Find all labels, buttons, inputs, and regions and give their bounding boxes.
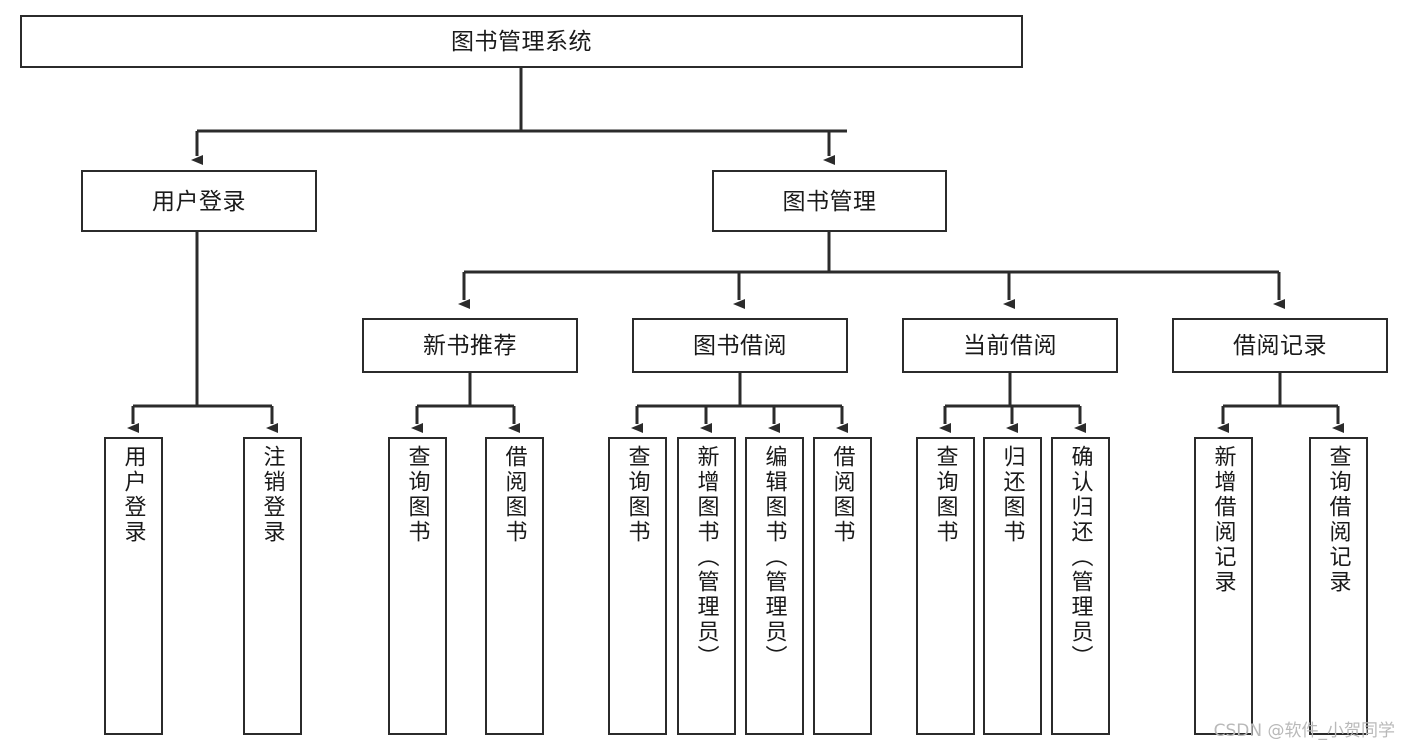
node-label: 借阅记录 [1233, 332, 1327, 359]
node-label: 新书推荐 [423, 332, 517, 359]
node-label: 注销登录 [260, 445, 286, 545]
leaf-query-borrow-record[interactable]: 查询借阅记录 [1309, 437, 1368, 735]
node-label: 借阅图书 [502, 445, 528, 545]
leaf-borrow-book[interactable]: 借阅图书 [813, 437, 872, 735]
node-label: 当前借阅 [963, 332, 1057, 359]
node-label: 图书管理系统 [451, 28, 592, 55]
node-label: 图书管理 [782, 187, 877, 214]
node-current-borrow[interactable]: 当前借阅 [902, 318, 1118, 373]
leaf-add-book-admin[interactable]: 新增图书（管理员） [677, 437, 736, 735]
leaf-query-book-borrow[interactable]: 查询图书 [608, 437, 667, 735]
leaf-user-login[interactable]: 用户登录 [104, 437, 163, 735]
node-label: 借阅图书 [830, 445, 856, 545]
node-label: 查询图书 [405, 445, 431, 545]
node-label: 确认归还（管理员） [1068, 445, 1094, 670]
node-book-borrow[interactable]: 图书借阅 [632, 318, 848, 373]
node-new-book-recommend[interactable]: 新书推荐 [362, 318, 578, 373]
node-label: 新增图书（管理员） [694, 445, 720, 670]
node-label: 归还图书 [1000, 445, 1026, 545]
leaf-return-book[interactable]: 归还图书 [983, 437, 1042, 735]
node-label: 查询借阅记录 [1326, 445, 1352, 595]
node-borrow-record[interactable]: 借阅记录 [1172, 318, 1388, 373]
leaf-query-book-recommend[interactable]: 查询图书 [388, 437, 447, 735]
node-label: 用户登录 [121, 445, 147, 545]
leaf-query-book-current[interactable]: 查询图书 [916, 437, 975, 735]
node-label: 查询图书 [933, 445, 959, 545]
leaf-user-logout[interactable]: 注销登录 [243, 437, 302, 735]
node-label: 编辑图书（管理员） [762, 445, 788, 670]
node-user-login[interactable]: 用户登录 [81, 170, 317, 232]
node-book-management[interactable]: 图书管理 [712, 170, 947, 232]
node-label: 图书借阅 [693, 332, 787, 359]
node-root-system[interactable]: 图书管理系统 [20, 15, 1023, 68]
leaf-add-borrow-record[interactable]: 新增借阅记录 [1194, 437, 1253, 735]
node-label: 用户登录 [152, 187, 246, 214]
node-label: 新增借阅记录 [1211, 445, 1237, 595]
leaf-edit-book-admin[interactable]: 编辑图书（管理员） [745, 437, 804, 735]
leaf-borrow-book-recommend[interactable]: 借阅图书 [485, 437, 544, 735]
csdn-watermark: CSDN @软件_小贺同学 [1213, 721, 1395, 741]
leaf-confirm-return-admin[interactable]: 确认归还（管理员） [1051, 437, 1110, 735]
node-label: 查询图书 [625, 445, 651, 545]
